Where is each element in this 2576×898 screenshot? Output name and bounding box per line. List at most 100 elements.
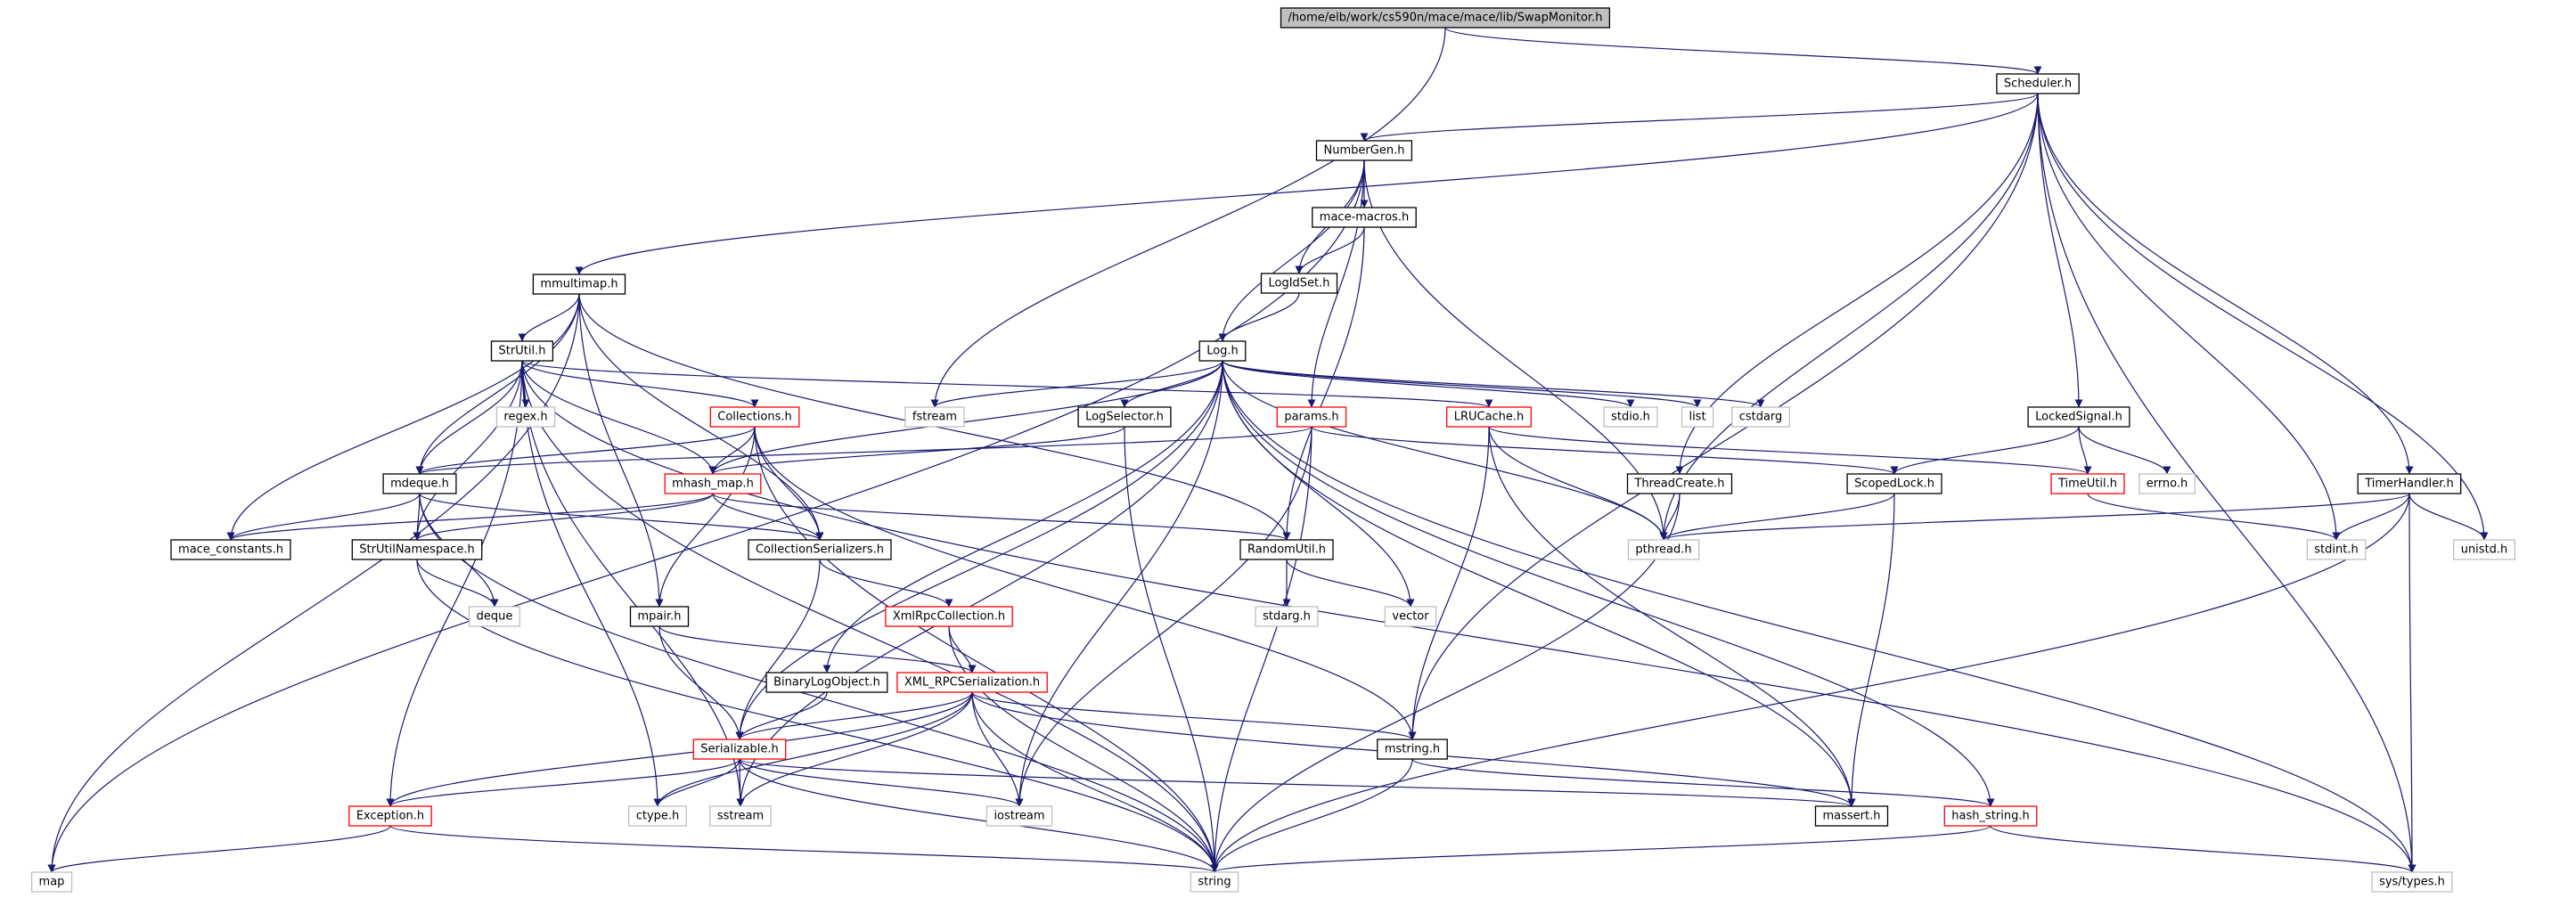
edge-strutil-to-ctype xyxy=(521,360,662,807)
edge-mstring-to-string xyxy=(1210,758,1413,873)
node-scheduler[interactable]: Scheduler.h xyxy=(1996,73,2080,94)
edge-arrow xyxy=(708,426,1125,475)
node-timeutil[interactable]: TimeUtil.h xyxy=(2050,473,2125,494)
edge-arrow xyxy=(1311,426,1899,475)
node-xmlrpccoll[interactable]: XmlRpcCollection.h xyxy=(885,606,1013,627)
edge-strutil-to-exception xyxy=(386,360,523,807)
edge-mdeque-to-maceconstants xyxy=(226,493,421,541)
node-box xyxy=(1681,406,1714,428)
node-collections[interactable]: Collections.h xyxy=(709,406,800,428)
node-logselector[interactable]: LogSelector.h xyxy=(1077,406,1172,428)
node-box xyxy=(468,606,521,627)
node-randomutil[interactable]: RandomUtil.h xyxy=(1239,539,1334,560)
edge-arrow xyxy=(2087,493,2341,541)
edge-arrow xyxy=(653,691,973,807)
edge-arrow xyxy=(1015,426,1313,807)
node-label: cstdarg xyxy=(1739,411,1783,424)
node-strutilns[interactable]: StrUtilNamespace.h xyxy=(351,539,483,560)
node-lrucache[interactable]: LRUCache.h xyxy=(1446,406,1532,428)
node-label: StrUtilNamespace.h xyxy=(359,543,474,557)
node-box xyxy=(1315,140,1413,161)
node-hashstring[interactable]: hash_string.h xyxy=(1943,805,2038,827)
edge-xmlrpcser-to-iostream xyxy=(971,691,1024,807)
node-box xyxy=(1731,406,1790,428)
edge-timerhandler-to-unistd xyxy=(2408,493,2489,541)
edge-arrow xyxy=(2332,493,2410,541)
edge-arrow xyxy=(971,691,1219,873)
edge-strutil-to-mhashmap xyxy=(521,360,717,475)
node-root[interactable]: /home/elb/work/cs590n/mace/mace/lib/Swap… xyxy=(1280,7,1611,29)
node-timerhandler[interactable]: TimerHandler.h xyxy=(2357,473,2462,494)
edge-arrow xyxy=(2037,93,2489,541)
node-logidset[interactable]: LogIdSet.h xyxy=(1260,273,1338,294)
edge-arrow xyxy=(739,758,1855,807)
node-mmultimap[interactable]: mmultimap.h xyxy=(532,273,626,295)
edge-arrow xyxy=(1408,426,1490,740)
node-box xyxy=(2453,539,2515,560)
edge-arrow xyxy=(1210,426,1313,873)
edge-scopedlock-to-massert xyxy=(1847,493,1895,807)
node-threadcreate[interactable]: ThreadCreate.h xyxy=(1626,473,1733,494)
edge-arrow xyxy=(735,691,973,740)
edge-scheduler-to-mstring xyxy=(1408,93,2039,740)
edge-collser-to-xmlrpccoll xyxy=(819,559,953,608)
node-box xyxy=(904,406,965,428)
node-xmlrpcser[interactable]: XML_RPCSerialization.h xyxy=(896,672,1048,693)
edge-arrow xyxy=(226,293,580,541)
edge-arrow xyxy=(1210,758,1413,873)
node-collser[interactable]: CollectionSerializers.h xyxy=(748,539,892,560)
node-string: string xyxy=(1190,871,1239,893)
edge-arrow xyxy=(1218,292,1300,342)
edge-arrow xyxy=(575,93,2039,275)
edge-arrow xyxy=(1295,226,1365,274)
node-list: list xyxy=(1681,406,1714,428)
edge-serializable-to-exception xyxy=(386,758,740,807)
node-scopedlock[interactable]: ScopedLock.h xyxy=(1846,473,1942,494)
edge-arrow xyxy=(413,493,714,541)
node-numbergen[interactable]: NumberGen.h xyxy=(1315,140,1413,161)
edge-lrucache-to-mstring xyxy=(1408,426,1490,740)
edge-lrucache-to-pthread xyxy=(1488,426,1668,541)
node-strutil[interactable]: StrUtil.h xyxy=(490,340,554,362)
edge-logh-to-massert xyxy=(1222,360,1856,807)
edge-arrow xyxy=(754,426,1219,873)
node-serializable[interactable]: Serializable.h xyxy=(692,739,787,760)
node-box xyxy=(1312,207,1417,228)
edge-arrow xyxy=(2078,426,2092,475)
node-box xyxy=(692,739,787,760)
edge-arrow xyxy=(739,758,1219,873)
node-lockedsignal[interactable]: LockedSignal.h xyxy=(2027,406,2130,428)
node-mhashmap[interactable]: mhash_map.h xyxy=(664,473,762,494)
edge-arrow xyxy=(1222,360,1765,408)
node-box xyxy=(1996,73,2080,94)
node-logh[interactable]: Log.h xyxy=(1198,340,1247,362)
edge-arrow xyxy=(2037,93,2341,541)
node-exception[interactable]: Exception.h xyxy=(348,805,432,827)
node-mdeque[interactable]: mdeque.h xyxy=(382,473,457,494)
edge-mhashmap-to-maceconstants xyxy=(226,493,714,541)
edge-arrow xyxy=(226,493,421,541)
edge-arrow xyxy=(1659,93,2039,541)
edge-serializable-to-string xyxy=(739,758,1219,873)
node-params[interactable]: params.h xyxy=(1276,406,1347,428)
node-massert[interactable]: massert.h xyxy=(1814,805,1889,827)
node-stdio: stdio.h xyxy=(1603,406,1658,428)
edge-arrow xyxy=(822,360,1223,674)
edge-arrow xyxy=(1120,360,1223,408)
edge-arrow xyxy=(1488,426,1856,807)
node-mstring[interactable]: mstring.h xyxy=(1377,739,1448,760)
node-mpair[interactable]: mpair.h xyxy=(629,606,690,627)
edge-arrow xyxy=(415,426,756,475)
edge-arrow xyxy=(658,625,977,674)
edge-collections-to-mdeque xyxy=(415,426,756,475)
node-macemacros[interactable]: mace-macros.h xyxy=(1312,207,1417,228)
edge-arrow xyxy=(386,691,973,807)
node-box xyxy=(1814,805,1889,827)
node-label: vector xyxy=(1392,610,1429,624)
node-binarylog[interactable]: BinaryLogObject.h xyxy=(765,672,888,693)
edge-arrow xyxy=(1222,360,1995,807)
edge-logselector-to-string xyxy=(1124,426,1219,873)
node-box xyxy=(2050,473,2125,494)
node-maceconstants[interactable]: mace_constants.h xyxy=(170,539,291,560)
